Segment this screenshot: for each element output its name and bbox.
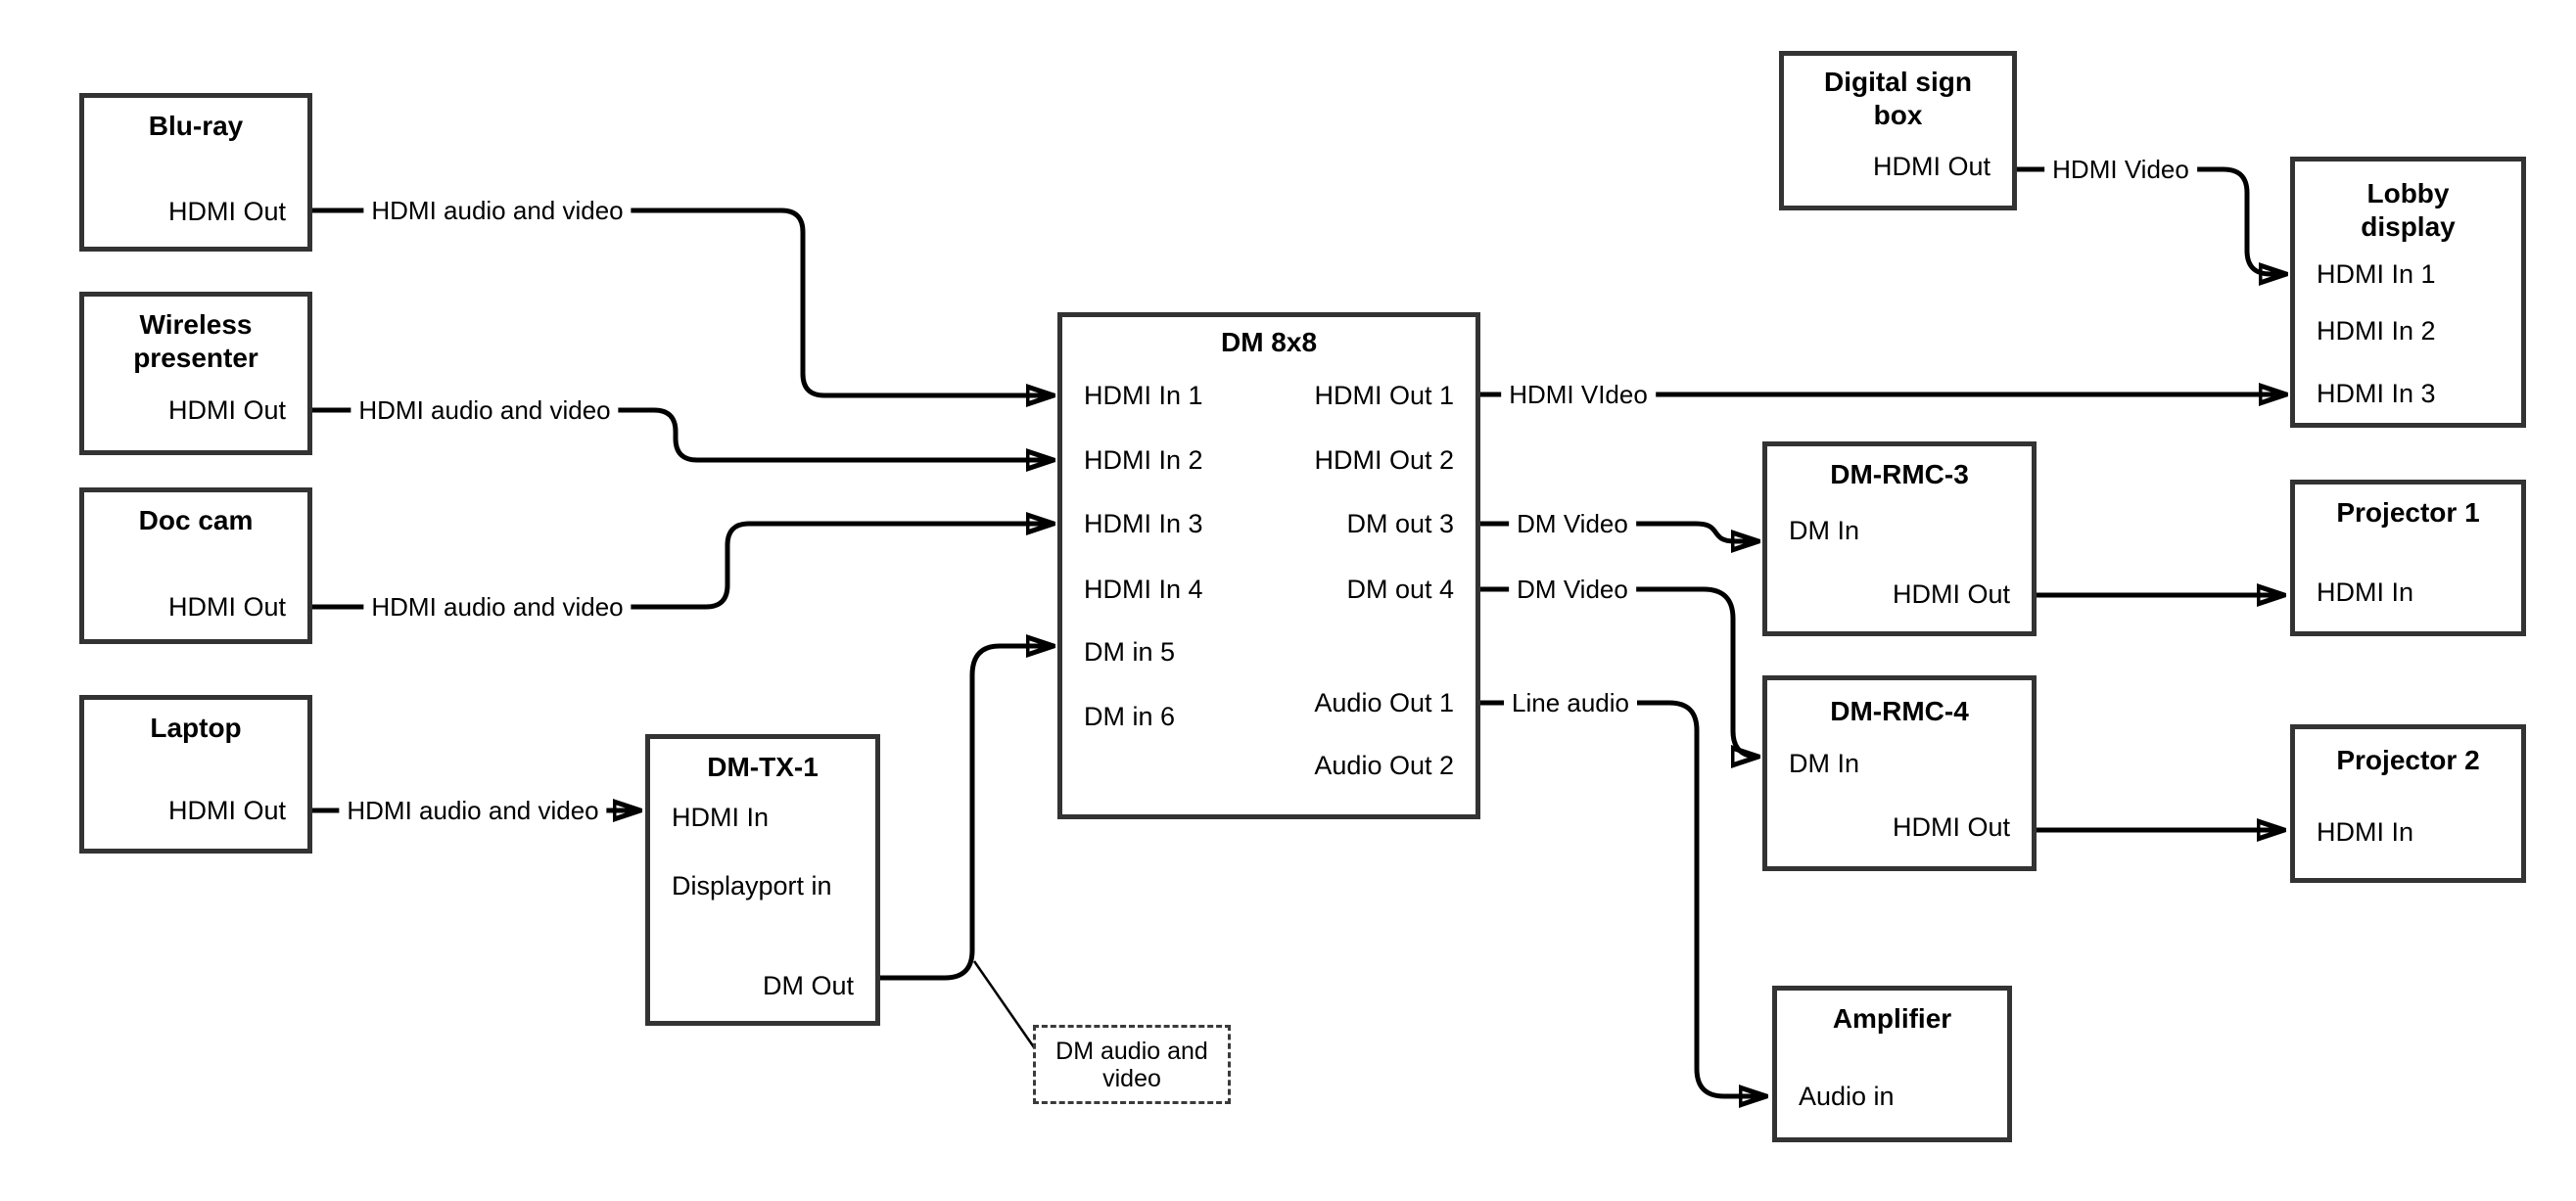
edge-doccam-to-dm8x8-in3 [312, 524, 1054, 610]
edge-dmtx1-to-dm8x8-in5 [880, 646, 1054, 981]
node-dm-rmc-4: DM-RMC-4 DM In HDMI Out [1762, 675, 2037, 871]
port-doccam-hdmi-out: HDMI Out [167, 592, 286, 622]
node-wireless-presenter: Wireless presenter HDMI Out [79, 292, 312, 455]
node-dm-rmc-3: DM-RMC-3 DM In HDMI Out [1762, 441, 2037, 636]
port-dm8x8-dm-in-5: DM in 5 [1084, 637, 1176, 667]
node-laptop: Laptop HDMI Out [79, 695, 312, 854]
port-dm8x8-dm-in-6: DM in 6 [1084, 702, 1176, 731]
port-dm8x8-hdmi-in-4: HDMI In 4 [1084, 575, 1203, 604]
port-dm8x8-hdmi-out-1: HDMI Out 1 [1314, 381, 1454, 410]
port-dm8x8-audio-out-1: Audio Out 1 [1314, 688, 1454, 717]
node-doccam-title: Doc cam [138, 505, 254, 535]
node-bluray-title: Blu-ray [148, 111, 244, 141]
edge-label-hdmi-video-sign: HDMI Video [2044, 155, 2197, 184]
port-digitalsign-hdmi-out: HDMI Out [1872, 152, 1991, 181]
port-lobby-hdmi-in-1: HDMI In 1 [2317, 259, 2436, 289]
port-projector2-hdmi-in: HDMI In [2317, 817, 2414, 847]
note-dm-audio-and-video: DM audio and video [1033, 1025, 1231, 1104]
edge-label-laptop-hdmi-av: HDMI audio and video [339, 796, 607, 825]
edge-label-doccam-hdmi-av: HDMI audio and video [363, 592, 632, 622]
port-dm8x8-hdmi-out-2: HDMI Out 2 [1314, 445, 1454, 475]
port-amplifier-audio-in: Audio in [1799, 1082, 1895, 1111]
node-dm-tx-1: DM-TX-1 HDMI In Displayport in DM Out [645, 734, 880, 1026]
node-projector1-title: Projector 1 [2336, 497, 2480, 528]
node-projector-2: Projector 2 HDMI In [2290, 724, 2526, 883]
edge-dm8x8-out3-to-dmrmc3 [1480, 521, 1758, 541]
node-bluray: Blu-ray HDMI Out [79, 93, 312, 252]
edge-label-hdmi-video-lobby: HDMI VIdeo [1501, 380, 1656, 409]
edge-label-bluray-hdmi-av: HDMI audio and video [363, 196, 632, 225]
port-dmtx1-dm-out: DM Out [762, 971, 854, 1000]
node-lobby-title: Lobby display [2361, 178, 2456, 242]
port-wireless-hdmi-out: HDMI Out [167, 395, 286, 425]
node-digital-sign-box: Digital sign box HDMI Out [1779, 51, 2017, 210]
port-laptop-hdmi-out: HDMI Out [167, 796, 286, 825]
port-dmtx1-displayport-in: Displayport in [672, 871, 832, 901]
edge-label-line-audio: Line audio [1504, 688, 1637, 717]
port-lobby-hdmi-in-2: HDMI In 2 [2317, 316, 2436, 346]
edge-dm8x8-audio1-to-amplifier [1480, 700, 1766, 1096]
port-dmrmc3-dm-in: DM In [1789, 516, 1860, 545]
port-projector1-hdmi-in: HDMI In [2317, 577, 2414, 607]
port-dm8x8-hdmi-in-3: HDMI In 3 [1084, 509, 1203, 538]
edge-label-dm-video-rmc3: DM Video [1509, 509, 1636, 538]
edge-bluray-to-dm8x8-in1 [312, 208, 1054, 395]
port-dm8x8-hdmi-in-1: HDMI In 1 [1084, 381, 1203, 410]
node-dmrmc4-title: DM-RMC-4 [1830, 696, 1969, 726]
edge-wireless-to-dm8x8-in2 [312, 407, 1054, 460]
node-projector-1: Projector 1 HDMI In [2290, 480, 2526, 636]
port-dm8x8-dm-out-4: DM out 4 [1346, 575, 1454, 604]
node-laptop-title: Laptop [150, 713, 242, 743]
port-dmtx1-hdmi-in: HDMI In [672, 803, 770, 832]
port-dmrmc4-hdmi-out: HDMI Out [1892, 812, 2010, 842]
node-lobby-display: Lobby display HDMI In 1 HDMI In 2 HDMI I… [2290, 157, 2526, 428]
port-bluray-hdmi-out: HDMI Out [167, 197, 286, 226]
note-leader-line [972, 960, 1036, 1048]
node-projector2-title: Projector 2 [2336, 745, 2480, 775]
node-dmtx1-title: DM-TX-1 [707, 752, 819, 782]
port-lobby-hdmi-in-3: HDMI In 3 [2317, 379, 2436, 408]
node-amplifier: Amplifier Audio in [1772, 986, 2012, 1142]
port-dm8x8-hdmi-in-2: HDMI In 2 [1084, 445, 1203, 475]
node-wireless-title: Wireless presenter [133, 309, 258, 373]
node-amplifier-title: Amplifier [1832, 1003, 1952, 1034]
note-text: DM audio and video [1055, 1037, 1208, 1092]
edge-label-dm-video-rmc4: DM Video [1509, 575, 1636, 604]
node-dm8x8-title: DM 8x8 [1220, 327, 1318, 357]
edge-digitalsign-to-lobby-in1 [2017, 166, 2286, 274]
edge-dm8x8-out4-to-dmrmc4 [1480, 586, 1758, 757]
node-digitalsign-title: Digital sign box [1824, 67, 1972, 130]
port-dm8x8-audio-out-2: Audio Out 2 [1314, 751, 1454, 780]
edge-label-wireless-hdmi-av: HDMI audio and video [351, 395, 619, 425]
port-dmrmc3-hdmi-out: HDMI Out [1892, 579, 2010, 609]
port-dmrmc4-dm-in: DM In [1789, 749, 1860, 778]
node-doc-cam: Doc cam HDMI Out [79, 487, 312, 644]
port-dm8x8-dm-out-3: DM out 3 [1346, 509, 1454, 538]
node-dmrmc3-title: DM-RMC-3 [1830, 459, 1969, 489]
node-dm-8x8: DM 8x8 HDMI In 1 HDMI In 2 HDMI In 3 HDM… [1057, 312, 1480, 819]
